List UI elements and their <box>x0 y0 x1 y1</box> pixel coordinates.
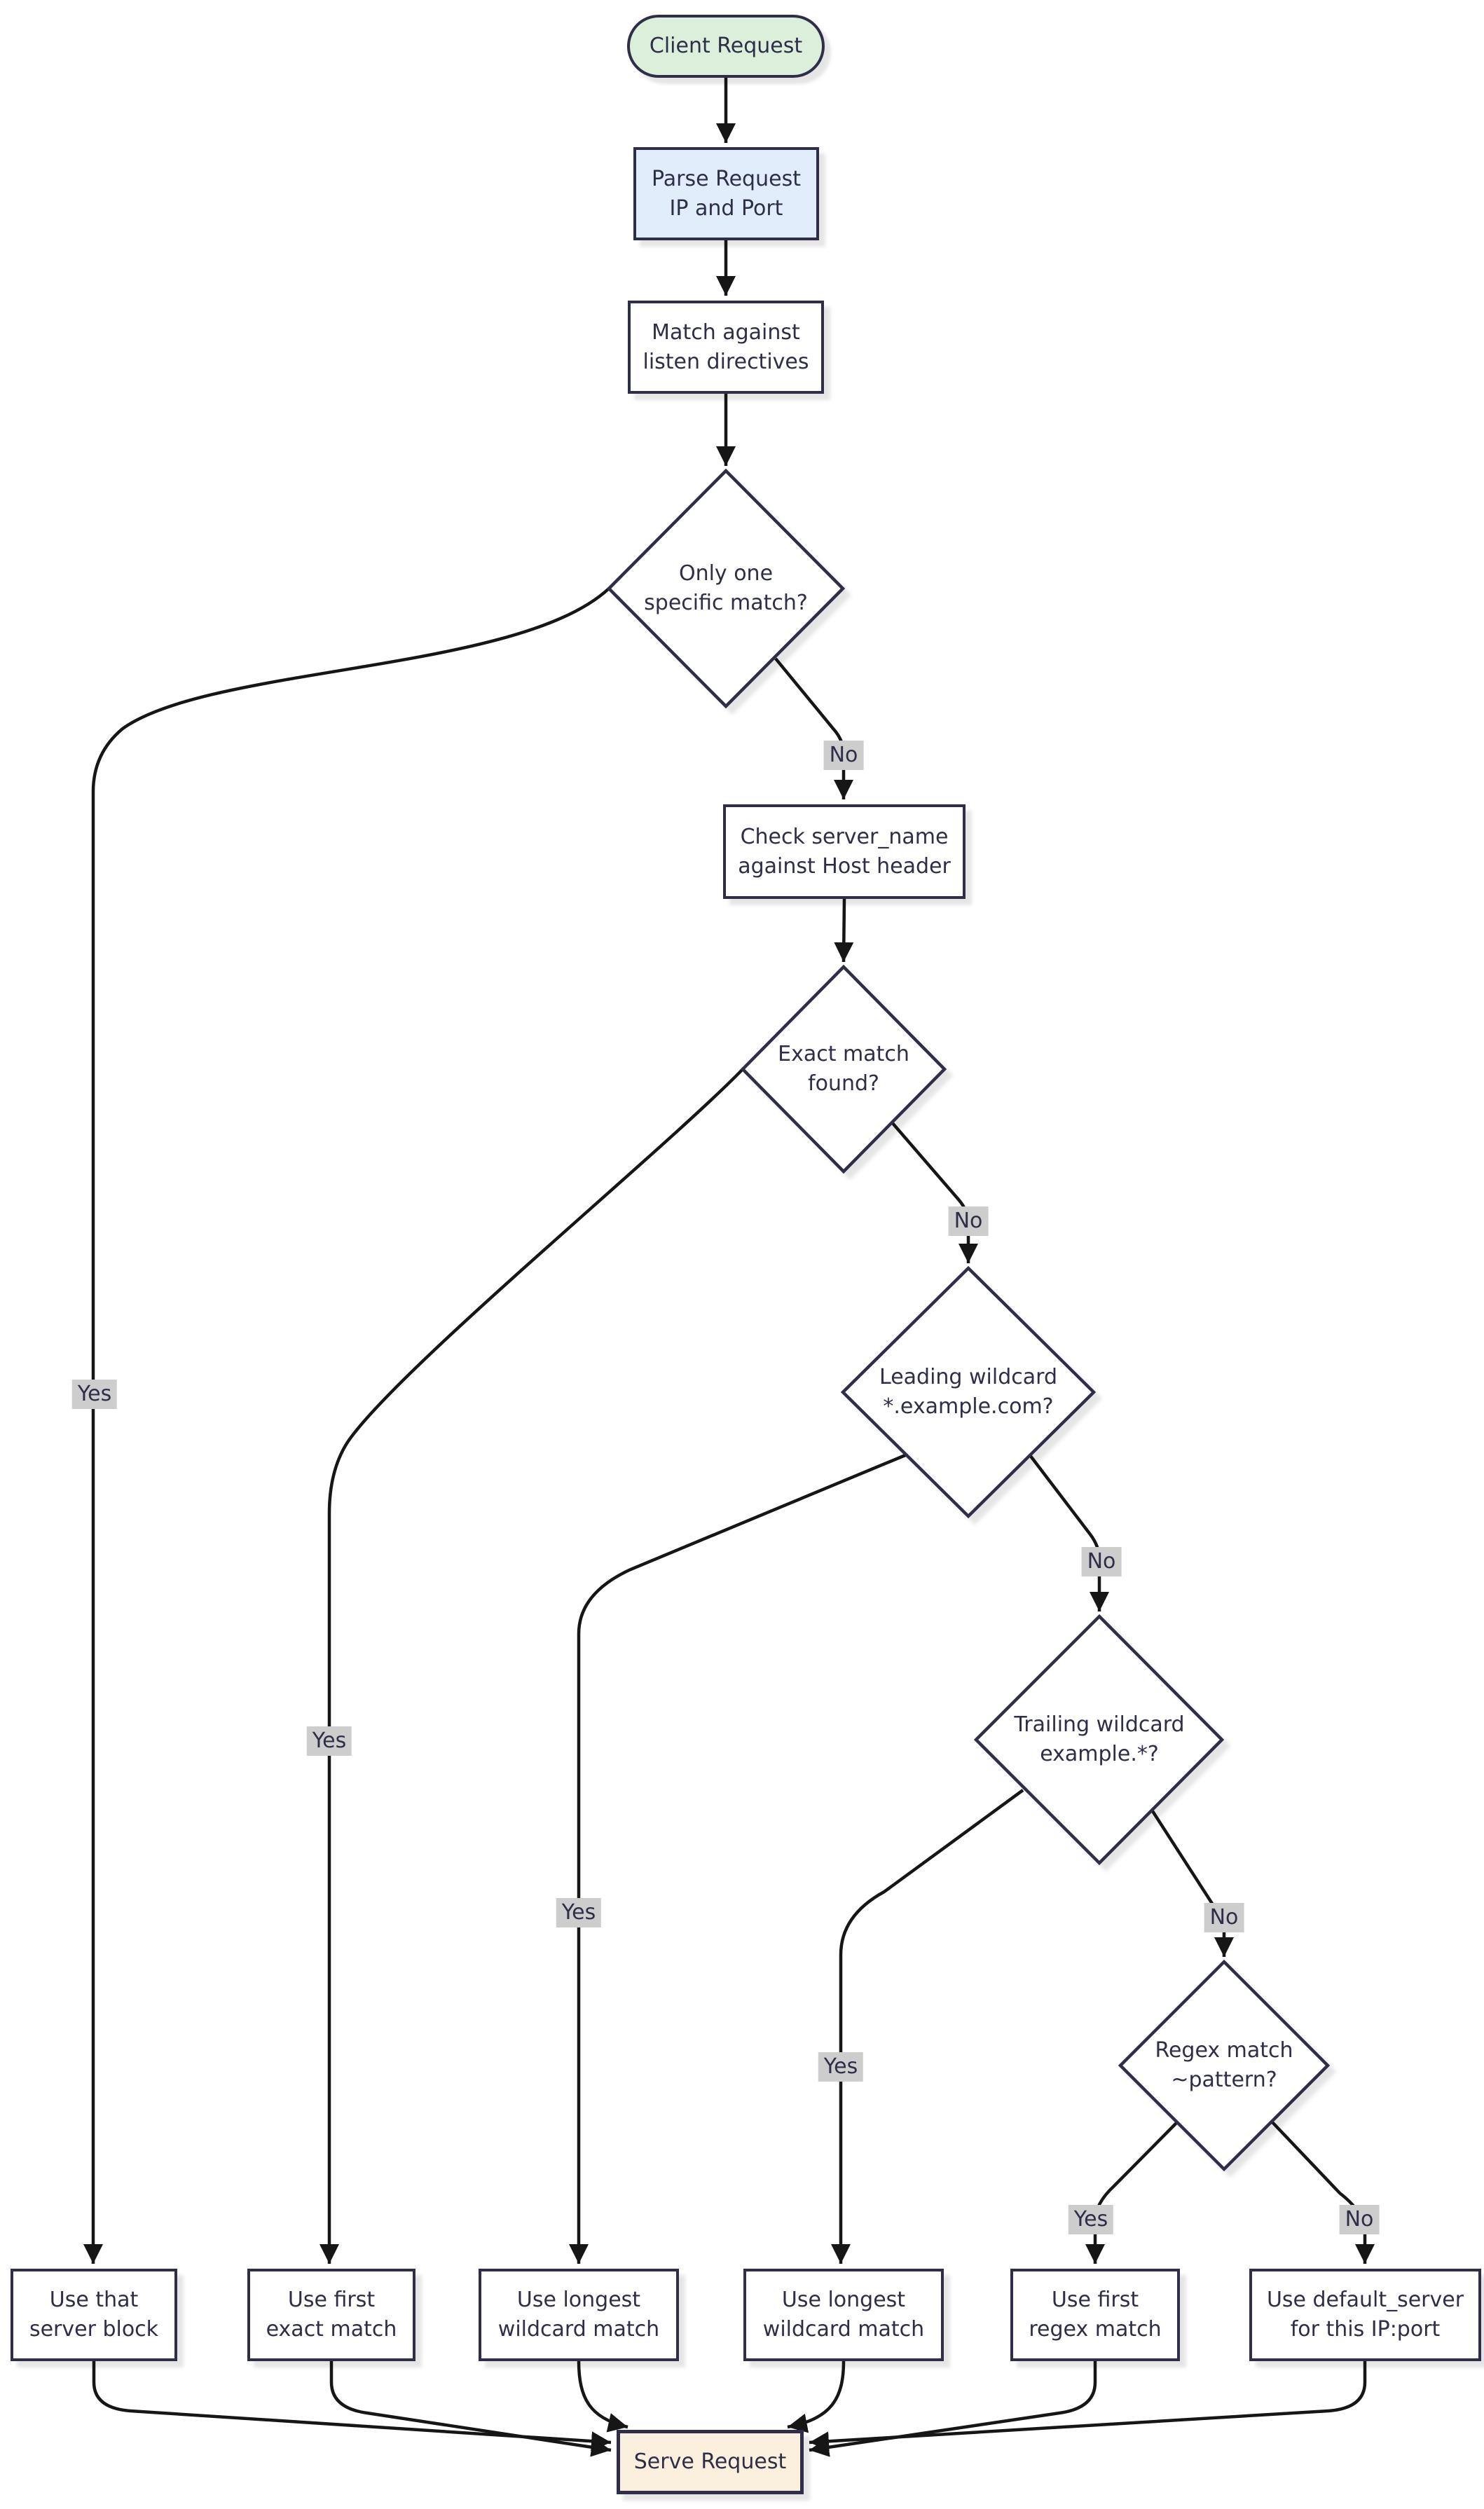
edge-label-trailing-yes: Yes <box>818 2052 864 2082</box>
edge-trailing-no <box>1151 1810 1234 1957</box>
edge-label-regex-no: No <box>1339 2205 1380 2234</box>
edge-label-leading-no: No <box>1081 1547 1122 1576</box>
edge-exact-yes <box>320 1068 744 2264</box>
decision-leading-wildcard-label: Leading wildcard *.example.com? <box>879 1365 1057 1419</box>
node-check-server-name: Check server_name against Host header <box>723 804 966 899</box>
node-use-default-server: Use default_server for this IP:port <box>1249 2269 1481 2361</box>
decision-only-one-match-label: Only one specific match? <box>644 561 808 615</box>
node-use-first-regex-match: Use first regex match <box>1010 2269 1180 2361</box>
node-client-request: Client Request <box>627 15 825 78</box>
node-match-listen: Match against listen directives <box>628 301 824 394</box>
edge-leaf5-to-end <box>809 2361 1097 2457</box>
node-serve-request: Serve Request <box>617 2430 804 2494</box>
decision-trailing-wildcard-shape <box>973 1614 1225 1866</box>
edge-label-regex-yes: Yes <box>1068 2205 1114 2234</box>
edge-leaf2-to-end <box>329 2361 612 2457</box>
edge-leading-no <box>1029 1454 1109 1611</box>
decision-exact-match-shape <box>740 964 947 1174</box>
decision-regex-match-label: Regex match ~pattern? <box>1155 2038 1293 2092</box>
edge-leading-yes <box>569 1453 906 2264</box>
edge-leaf1-to-end <box>92 2361 612 2452</box>
node-parse-request: Parse Request IP and Port <box>633 147 819 240</box>
edge-label-leading-yes: Yes <box>556 1898 602 1927</box>
node-use-longest-wildcard-match-2: Use longest wildcard match <box>743 2269 944 2361</box>
edge-onlyone-no <box>774 657 853 799</box>
edge-leaf3-to-end <box>577 2360 628 2433</box>
decision-regex-match-shape <box>1118 1959 1331 2172</box>
edge-trailing-yes <box>831 1789 1024 2264</box>
edge-leaf6-to-end <box>809 2361 1367 2452</box>
edge-exact-no <box>891 1121 978 1263</box>
edge-label-only-one-no: No <box>823 741 864 770</box>
edge-regex-yes <box>1085 2121 1179 2264</box>
edge-label-exact-no: No <box>948 1207 989 1236</box>
edge-leaf4-to-end <box>787 2360 846 2433</box>
decision-leading-wildcard-shape <box>840 1265 1097 1519</box>
edge-label-only-one-yes: Yes <box>71 1380 118 1409</box>
decision-trailing-wildcard-label: Trailing wildcard example.*? <box>1014 1712 1185 1766</box>
edge-label-exact-yes: Yes <box>306 1726 352 1756</box>
decision-only-one-match-shape <box>606 468 846 709</box>
edge-onlyone-yes <box>83 587 610 2264</box>
edge-label-trailing-no: No <box>1204 1903 1244 1932</box>
node-use-that-server-block: Use that server block <box>11 2269 177 2361</box>
edge-regex-no <box>1270 2120 1375 2264</box>
node-use-longest-wildcard-match-1: Use longest wildcard match <box>479 2269 679 2361</box>
node-use-first-exact-match: Use first exact match <box>247 2269 415 2361</box>
decision-exact-match-label: Exact match found? <box>778 1042 909 1096</box>
